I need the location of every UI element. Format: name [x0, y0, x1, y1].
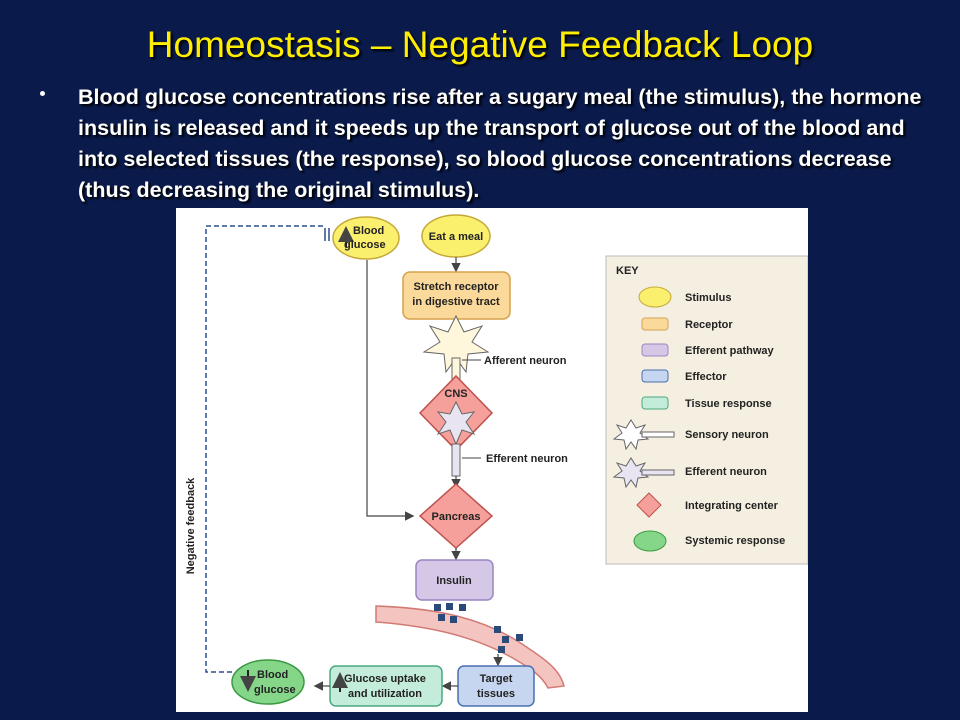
- insulin-molecule: [446, 603, 453, 610]
- key-effector-label: Effector: [685, 371, 727, 383]
- meal-to-pancreas-arrow: [366, 260, 415, 521]
- feedback-diagram-panel: Negative feedback Blood glucose Eat a me…: [176, 208, 809, 712]
- key-sensory-neuron-icon: [612, 419, 650, 451]
- key-systemic-response-swatch: [633, 530, 667, 552]
- stretch-receptor-line2: in digestive tract: [412, 296, 500, 308]
- blood-glucose-bottom-line1: Blood: [257, 669, 288, 681]
- blood-glucose-top-stimulus: [332, 216, 400, 260]
- cns-label: CNS: [444, 388, 467, 400]
- key-receptor-swatch: [641, 317, 669, 331]
- key-tissue-response-label: Tissue response: [685, 398, 772, 410]
- insulin-molecule: [502, 636, 509, 643]
- key-stimulus-swatch: [638, 286, 672, 308]
- blood-glucose-bottom-response: [231, 659, 305, 705]
- eat-a-meal-label: Eat a meal: [429, 231, 483, 243]
- insulin-molecule: [438, 614, 445, 621]
- afferent-neuron-label: Afferent neuron: [484, 355, 567, 367]
- target-tissues-line1: Target: [480, 673, 513, 685]
- bullet-text: Blood glucose concentrations rise after …: [78, 85, 922, 202]
- insulin-molecule: [494, 626, 501, 633]
- key-systemic-response-label: Systemic response: [685, 535, 785, 547]
- blood-glucose-top-line1: Blood: [353, 225, 384, 237]
- key-effector-swatch: [641, 369, 669, 383]
- insulin-molecule: [434, 604, 441, 611]
- bullet-icon: [40, 91, 45, 96]
- blood-glucose-bottom-line2: glucose: [254, 684, 296, 696]
- key-efferent-axon: [641, 469, 675, 476]
- key-efferent-pathway-swatch: [641, 343, 669, 357]
- glucose-uptake-line2: and utilization: [348, 688, 422, 700]
- key-integrating-center-swatch: [636, 492, 662, 518]
- efferent-neuron-label: Efferent neuron: [486, 453, 568, 465]
- blood-glucose-top-line2: glucose: [344, 239, 386, 251]
- insulin-molecule: [450, 616, 457, 623]
- key-receptor-label: Receptor: [685, 319, 733, 331]
- pancreas-label: Pancreas: [432, 511, 481, 523]
- bullet-point: Blood glucose concentrations rise after …: [40, 82, 945, 206]
- insulin-molecule: [498, 646, 505, 653]
- negative-feedback-label: Negative feedback: [185, 477, 197, 574]
- blood-vessel: [375, 605, 565, 689]
- key-efferent-neuron-label: Efferent neuron: [685, 466, 767, 478]
- key-stimulus-label: Stimulus: [685, 292, 731, 304]
- stretch-receptor-line1: Stretch receptor: [414, 281, 500, 293]
- key-panel: [605, 255, 809, 565]
- insulin-box: [415, 559, 494, 601]
- key-integrating-center-label: Integrating center: [685, 500, 779, 512]
- key-sensory-axon: [641, 431, 675, 438]
- insulin-label: Insulin: [436, 575, 472, 587]
- feedback-diagram: Negative feedback Blood glucose Eat a me…: [185, 214, 809, 707]
- insulin-molecule: [459, 604, 466, 611]
- negative-feedback-loop: [205, 225, 324, 673]
- insulin-molecule: [516, 634, 523, 641]
- key-tissue-response-swatch: [641, 396, 669, 410]
- glucose-uptake-line1: Glucose uptake: [344, 673, 426, 685]
- efferent-axon: [451, 443, 461, 477]
- key-efferent-pathway-label: Efferent pathway: [685, 345, 775, 357]
- target-tissues-line2: tissues: [477, 688, 515, 700]
- target-tissues-box: [457, 665, 535, 707]
- key-sensory-neuron-label: Sensory neuron: [685, 429, 769, 441]
- key-title: KEY: [616, 265, 639, 277]
- key-efferent-neuron-icon: [612, 457, 650, 489]
- glucose-uptake-box: [329, 665, 443, 707]
- slide-title: Homeostasis – Negative Feedback Loop: [146, 24, 814, 65]
